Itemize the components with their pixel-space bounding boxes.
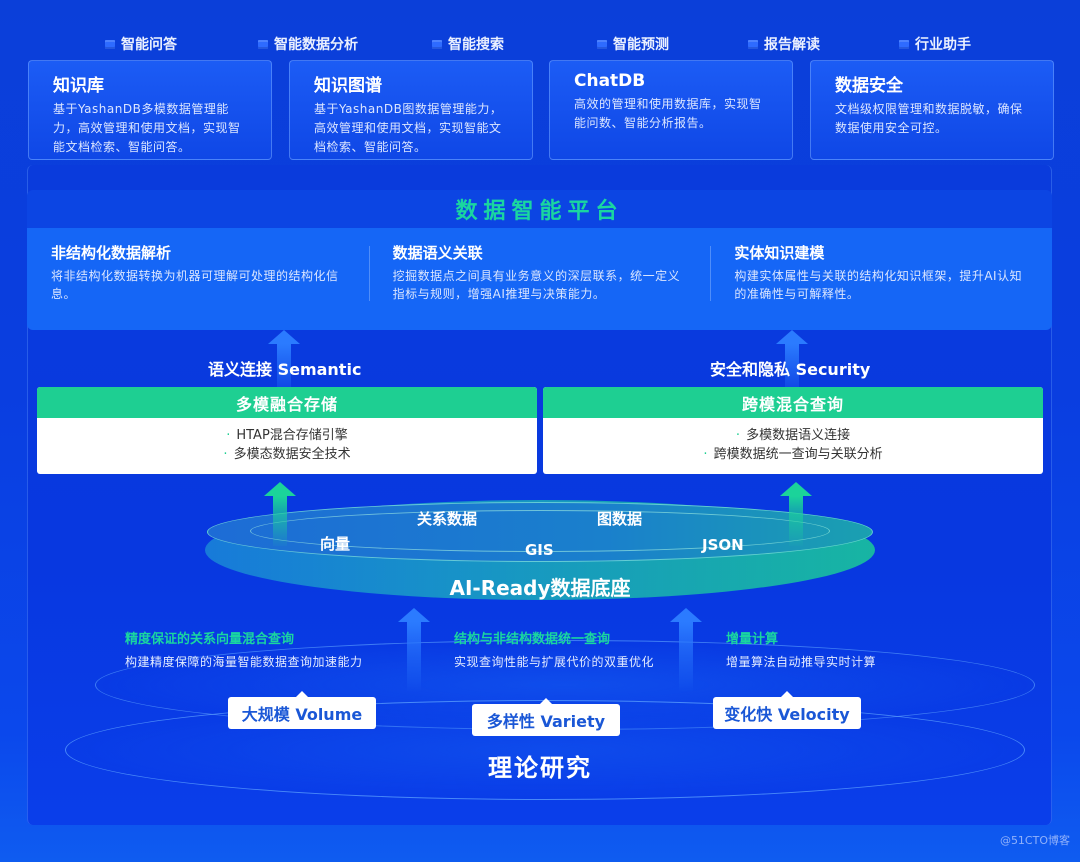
bullet-icon: [432, 39, 442, 49]
feature-desc: 实现查询性能与扩展代价的双重优化: [454, 655, 655, 669]
column-title: 非结构化数据解析: [51, 244, 172, 262]
card-desc: 文档级权限管理和数据脱敏，确保数据使用安全可控。: [835, 102, 1023, 135]
card-title: 知识库: [53, 76, 104, 96]
box-title: 多模融合存储: [37, 387, 537, 418]
platform-column: 实体知识建模 构建实体属性与关联的结构化知识框架，提升AI认知的准确性与可解释性…: [710, 242, 1052, 330]
bullet-icon: [597, 39, 607, 49]
connector-security: 安全和隐私 Security: [710, 360, 871, 379]
card-knowledge-graph: 知识图谱 基于YashanDB图数据管理能力，高效管理和使用文档，实现智能文档检…: [289, 60, 533, 160]
column-title: 实体知识建模: [734, 244, 825, 262]
card-desc: 基于YashanDB多模数据管理能力，高效管理和使用文档，实现智能文档检索、智能…: [53, 102, 241, 154]
app-label-data-analysis: 智能数据分析: [258, 34, 358, 54]
app-label-report: 报告解读: [748, 34, 820, 54]
ai-ready-data-base: 关系数据 图数据 向量 GIS JSON AI-Ready数据底座: [205, 500, 875, 610]
bullet-icon: ·: [223, 447, 228, 462]
app-label-qa: 智能问答: [105, 34, 177, 54]
list-item: ·跨模数据统一查询与关联分析: [703, 447, 883, 462]
column-desc: 将非结构化数据转换为机器可理解可处理的结构化信息。: [51, 269, 339, 301]
arrow-up-icon: [776, 330, 808, 400]
node-vector: 向量: [320, 535, 351, 553]
column-desc: 构建实体属性与关联的结构化知识框架，提升AI认知的准确性与可解释性。: [734, 269, 1023, 301]
node-graph: 图数据: [597, 510, 643, 528]
feature-title: 结构与非结构数据统一查询: [454, 632, 611, 647]
data-intelligence-platform: 数据智能平台 非结构化数据解析 将非结构化数据转换为机器可理解可处理的结构化信息…: [27, 190, 1052, 330]
tag-variety: 多样性 Variety: [472, 698, 620, 736]
cross-modal-query-box: 跨模混合查询 ·多模数据语义连接 ·跨模数据统一查询与关联分析: [543, 387, 1043, 474]
bullet-icon: [748, 39, 758, 49]
platform-column: 非结构化数据解析 将非结构化数据转换为机器可理解可处理的结构化信息。: [27, 242, 369, 330]
application-labels: 智能问答 智能数据分析 智能搜索 智能预测 报告解读 行业助手: [0, 34, 1080, 56]
platform-body: 非结构化数据解析 将非结构化数据转换为机器可理解可处理的结构化信息。 数据语义关…: [27, 228, 1052, 330]
card-title: 知识图谱: [314, 76, 382, 96]
card-desc: 高效的管理和使用数据库，实现智能问数、智能分析报告。: [574, 97, 762, 130]
feature-title: 精度保证的关系向量混合查询: [125, 632, 295, 647]
arrow-up-icon: [670, 608, 702, 692]
card-chatdb: ChatDB 高效的管理和使用数据库，实现智能问数、智能分析报告。: [549, 60, 793, 160]
node-gis: GIS: [525, 541, 554, 559]
list-item: ·多模数据语义连接: [735, 428, 851, 443]
bullet-icon: [105, 39, 115, 49]
feature-title: 增量计算: [726, 632, 779, 647]
bullet-icon: ·: [226, 428, 231, 443]
box-list: ·多模数据语义连接 ·跨模数据统一查询与关联分析: [543, 418, 1043, 464]
card-desc: 基于YashanDB图数据管理能力，高效管理和使用文档，实现智能文档检索、智能问…: [314, 102, 503, 154]
platform-title: 数据智能平台: [455, 199, 624, 224]
app-label-prediction: 智能预测: [597, 34, 669, 54]
column-title: 数据语义关联: [392, 244, 483, 262]
arrow-up-icon: [780, 482, 812, 546]
platform-column: 数据语义关联 挖掘数据点之间具有业务意义的深层联系，统一定义指标与规则，增强AI…: [368, 242, 711, 330]
ring-inner: [250, 510, 830, 552]
node-relational: 关系数据: [417, 510, 478, 528]
feature-hybrid-query: 精度保证的关系向量混合查询 构建精度保障的海量智能数据查询加速能力: [125, 628, 363, 670]
feature-desc: 构建精度保障的海量智能数据查询加速能力: [125, 655, 363, 669]
app-label-search: 智能搜索: [432, 34, 504, 54]
column-desc: 挖掘数据点之间具有业务意义的深层联系，统一定义指标与规则，增强AI推理与决策能力…: [392, 269, 681, 301]
card-data-security: 数据安全 文档级权限管理和数据脱敏，确保数据使用安全可控。: [810, 60, 1054, 160]
tag-volume: 大规模 Volume: [228, 691, 376, 729]
theory-research-title: 理论研究: [488, 754, 592, 782]
list-item: ·HTAP混合存储引擎: [226, 428, 348, 443]
node-json: JSON: [702, 536, 744, 554]
card-knowledge-base: 知识库 基于YashanDB多模数据管理能力，高效管理和使用文档，实现智能文档检…: [28, 60, 272, 160]
bullet-icon: ·: [703, 447, 708, 462]
arrow-up-icon: [398, 608, 430, 692]
tag-velocity: 变化快 Velocity: [713, 691, 861, 729]
multimodal-storage-box: 多模融合存储 ·HTAP混合存储引擎 ·多模态数据安全技术: [37, 387, 537, 474]
ring-title: AI-Ready数据底座: [449, 576, 631, 600]
bullet-icon: ·: [735, 428, 741, 443]
box-list: ·HTAP混合存储引擎 ·多模态数据安全技术: [37, 418, 537, 464]
platform-header: 数据智能平台: [27, 190, 1052, 228]
card-title: ChatDB: [574, 71, 646, 91]
watermark: @51CTO博客: [999, 834, 1070, 847]
feature-desc: 增量算法自动推导实时计算: [726, 655, 877, 669]
card-title: 数据安全: [835, 76, 903, 96]
bullet-icon: [899, 39, 909, 49]
app-label-industry: 行业助手: [899, 34, 971, 54]
list-item: ·多模态数据安全技术: [223, 447, 351, 462]
arrow-up-icon: [268, 330, 300, 400]
arrow-up-icon: [264, 482, 296, 546]
connector-semantic: 语义连接 Semantic: [208, 360, 362, 379]
box-title: 跨模混合查询: [543, 387, 1043, 418]
bullet-icon: [258, 39, 268, 49]
feature-incremental: 增量计算 增量算法自动推导实时计算: [726, 628, 876, 670]
feature-unified-query: 结构与非结构数据统一查询 实现查询性能与扩展代价的双重优化: [454, 628, 654, 670]
